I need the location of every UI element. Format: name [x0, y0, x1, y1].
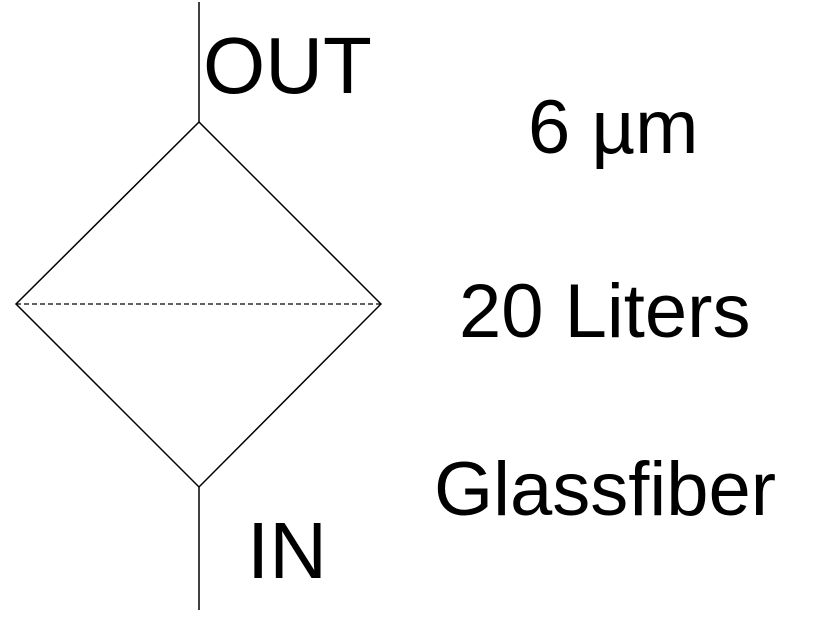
inlet-label: IN	[247, 506, 327, 595]
volume-label: 20 Liters	[459, 269, 751, 354]
outlet-label: OUT	[203, 21, 372, 110]
filter-media-label: Glassfiber	[434, 447, 777, 532]
filter-housing	[14, 120, 383, 489]
pore-size-label: 6 µm	[528, 85, 699, 170]
